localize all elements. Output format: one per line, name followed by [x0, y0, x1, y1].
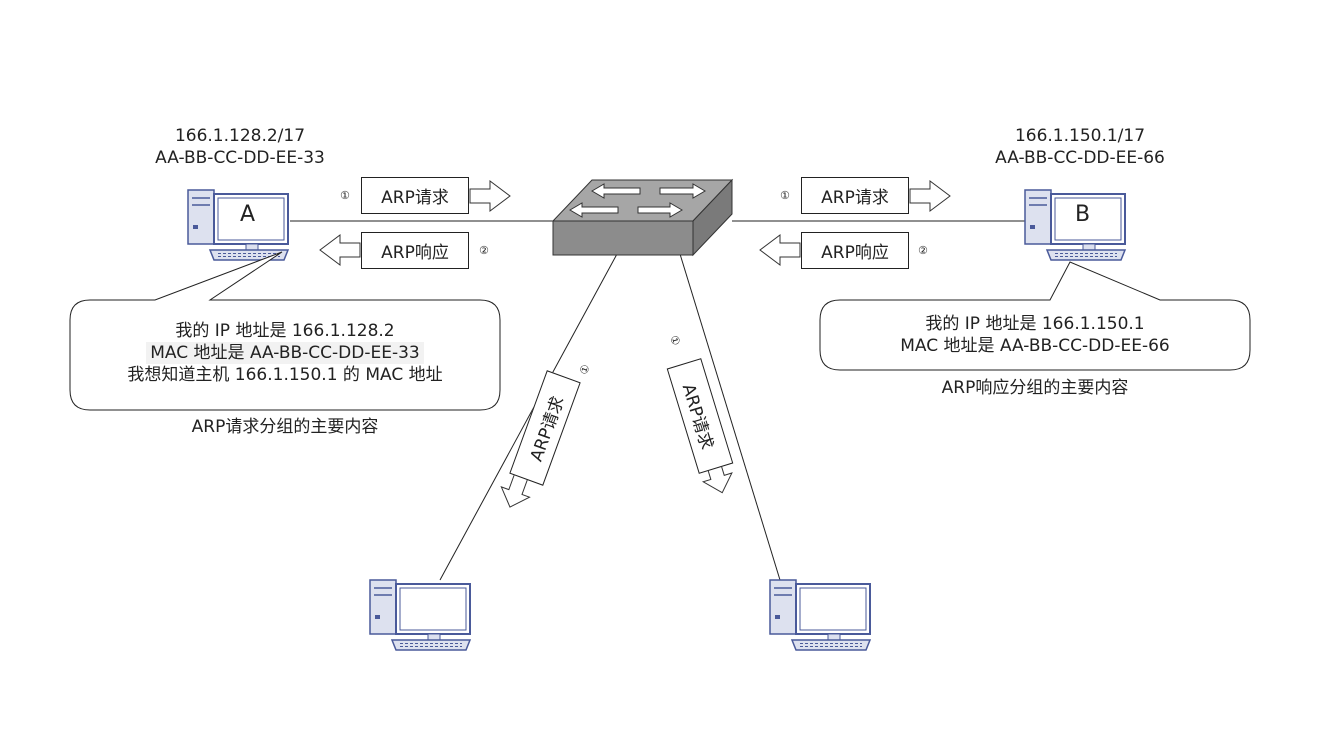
response-caption: ARP响应分组的主要内容	[941, 378, 1129, 398]
pc-a-icon	[187, 189, 289, 261]
arp-request-label-b: ARP请求	[801, 177, 909, 214]
host-a-ip: 166.1.128.2/17	[174, 126, 306, 146]
host-a-name: A	[240, 202, 256, 227]
arrow-down-icon	[500, 473, 531, 508]
request-bubble-shape	[69, 251, 501, 411]
host-b-mac: AA-BB-CC-DD-EE-66	[995, 148, 1165, 168]
arp-response-label-a: ARP响应	[361, 232, 469, 269]
arp-request-label-a: ARP请求	[361, 177, 469, 214]
pc-d-icon	[769, 579, 871, 651]
arrow-right-icon	[909, 180, 951, 212]
request-bubble: 我的 IP 地址是 166.1.128.2 MAC 地址是 AA-BB-CC-D…	[80, 320, 490, 386]
pc-c-icon	[369, 579, 471, 651]
arrow-right-icon	[469, 180, 511, 212]
switch-icon	[551, 178, 734, 257]
request-line-3: 我想知道主机 166.1.150.1 的 MAC 地址	[127, 365, 443, 385]
arrow-left-icon	[759, 234, 801, 266]
response-bubble-shape	[819, 261, 1251, 371]
host-b-name: B	[1075, 202, 1091, 227]
request-line-2: MAC 地址是 AA-BB-CC-DD-EE-33	[146, 342, 424, 364]
link-switch-pc4	[679, 253, 781, 581]
response-bubble: 我的 IP 地址是 166.1.150.1 MAC 地址是 AA-BB-CC-D…	[830, 313, 1240, 357]
step-2-marker: ②	[479, 244, 489, 257]
step-1-marker: ①	[340, 189, 350, 202]
request-caption: ARP请求分组的主要内容	[191, 417, 379, 437]
response-line-2: MAC 地址是 AA-BB-CC-DD-EE-66	[900, 336, 1170, 356]
arrow-left-icon	[319, 234, 361, 266]
arp-response-label-b: ARP响应	[801, 232, 909, 269]
host-b-ip: 166.1.150.1/17	[1014, 126, 1146, 146]
step-2-marker: ②	[918, 244, 928, 257]
response-line-1: 我的 IP 地址是 166.1.150.1	[925, 314, 1145, 334]
host-a-mac: AA-BB-CC-DD-EE-33	[155, 148, 325, 168]
request-line-1: 我的 IP 地址是 166.1.128.2	[175, 321, 395, 341]
step-1-marker: ①	[780, 189, 790, 202]
